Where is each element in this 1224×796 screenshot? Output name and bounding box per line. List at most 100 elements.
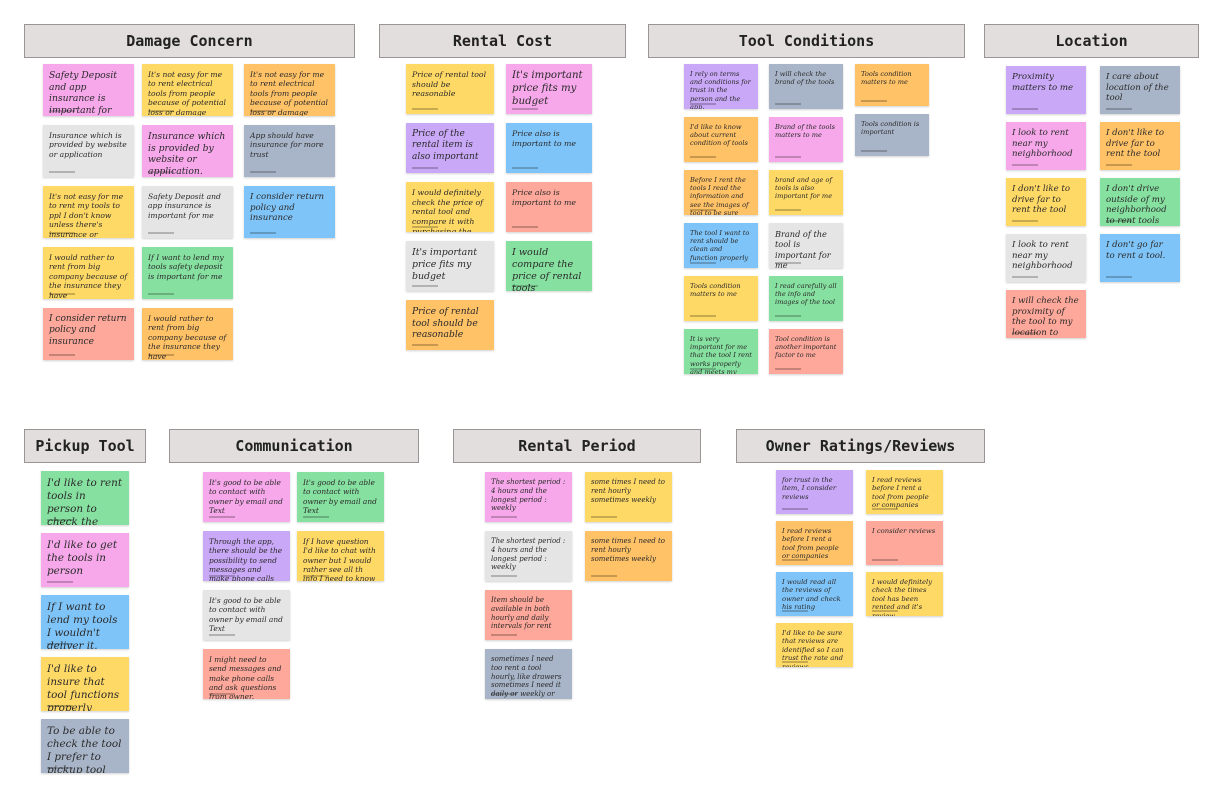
note-author-mark: [872, 559, 898, 561]
sticky-note-text: Safety Deposit and app insurance is impo…: [49, 70, 117, 116]
sticky-note[interactable]: It's not easy for me to rent my tools to…: [43, 186, 134, 238]
sticky-note[interactable]: To be able to check the tool I prefer to…: [41, 719, 129, 773]
note-author-mark: [303, 516, 329, 518]
sticky-note[interactable]: Tools condition matters to me: [855, 64, 929, 106]
cluster-title[interactable]: Rental Period: [453, 429, 701, 463]
sticky-note[interactable]: I'd like to get the tools in person: [41, 533, 129, 587]
sticky-note[interactable]: I would definitely check the times tool …: [866, 572, 943, 616]
note-author-mark: [690, 103, 716, 105]
sticky-note[interactable]: Insurance which is provided by website o…: [43, 125, 134, 177]
sticky-note-text: Insurance which is provided by website o…: [49, 131, 127, 159]
sticky-note-text: for trust in the item, I consider review…: [782, 476, 837, 501]
sticky-note[interactable]: brand and age of tools is also important…: [769, 170, 843, 215]
sticky-note[interactable]: It's good to be able to contact with own…: [203, 590, 290, 640]
sticky-note[interactable]: I would read all the reviews of owner an…: [776, 572, 853, 616]
sticky-note[interactable]: Proximity matters to me: [1006, 66, 1086, 114]
note-author-mark: [491, 575, 517, 577]
sticky-note[interactable]: I'd like to insure that tool functions p…: [41, 657, 129, 711]
sticky-note[interactable]: I don't like to drive far to rent the to…: [1100, 122, 1180, 170]
sticky-note[interactable]: If I want to lend my tools safety deposi…: [142, 247, 233, 299]
sticky-note[interactable]: Price also is important to me: [506, 182, 592, 232]
sticky-note[interactable]: I consider return policy and insurance: [43, 308, 134, 360]
cluster-title[interactable]: Tool Conditions: [648, 24, 965, 58]
sticky-note[interactable]: Brand of the tool is important for me: [769, 223, 843, 268]
sticky-note[interactable]: It's important price fits my budget: [506, 64, 592, 114]
sticky-note[interactable]: I would definitely check the price of re…: [406, 182, 494, 232]
sticky-note[interactable]: I would compare the price of rental tool…: [506, 241, 592, 291]
sticky-note[interactable]: I read reviews before I rent a tool from…: [866, 470, 943, 514]
sticky-note[interactable]: The tool I want to rent should be clean …: [684, 223, 758, 268]
sticky-note-text: It's not easy for me to rent electrical …: [148, 70, 226, 116]
sticky-note[interactable]: some times I need to rent hourly sometim…: [585, 531, 672, 581]
note-author-mark: [775, 156, 801, 158]
sticky-note[interactable]: Price also is important to me: [506, 123, 592, 173]
sticky-note-text: It's good to be able to contact with own…: [303, 478, 377, 515]
sticky-note[interactable]: Tool condition is another important fact…: [769, 329, 843, 374]
note-author-mark: [872, 508, 898, 510]
sticky-note[interactable]: It's good to be able to contact with own…: [297, 472, 384, 522]
sticky-note-text: Price of the rental item is also importa…: [412, 129, 479, 162]
note-author-mark: [49, 171, 75, 173]
note-author-mark: [861, 100, 887, 102]
sticky-note[interactable]: I'd like to know about current condition…: [684, 117, 758, 162]
sticky-note-text: Tool condition is another important fact…: [775, 335, 837, 360]
cluster-title[interactable]: Pickup Tool: [24, 429, 146, 463]
sticky-note[interactable]: I'd like to be sure that reviews are ide…: [776, 623, 853, 667]
cluster-title[interactable]: Owner Ratings/Reviews: [736, 429, 985, 463]
note-author-mark: [782, 661, 808, 663]
note-author-mark: [209, 634, 235, 636]
sticky-note[interactable]: I rely on terms and conditions for trust…: [684, 64, 758, 109]
sticky-note[interactable]: Safety Deposit and app insurance is impo…: [142, 186, 233, 238]
sticky-note[interactable]: Through the app, there should be the pos…: [203, 531, 290, 581]
cluster-title[interactable]: Rental Cost: [379, 24, 626, 58]
sticky-note[interactable]: I read carefully all the info and images…: [769, 276, 843, 321]
sticky-note[interactable]: Brand of the tools matters to me: [769, 117, 843, 162]
sticky-note[interactable]: sometimes I need too rent a tool hourly,…: [485, 649, 572, 699]
sticky-note[interactable]: I care about location of the tool: [1100, 66, 1180, 114]
sticky-note[interactable]: I read reviews before I rent a tool from…: [776, 521, 853, 565]
sticky-note[interactable]: Safety Deposit and app insurance is impo…: [43, 64, 134, 116]
sticky-note[interactable]: It's good to be able to contact with own…: [203, 472, 290, 522]
sticky-note[interactable]: It's important price fits my budget: [406, 241, 494, 291]
sticky-note[interactable]: Price of rental tool should be reasonabl…: [406, 64, 494, 114]
sticky-note[interactable]: I'd like to rent tools in person to chec…: [41, 471, 129, 525]
sticky-note[interactable]: App should have insurance for more trust: [244, 125, 335, 177]
sticky-note[interactable]: for trust in the item, I consider review…: [776, 470, 853, 514]
sticky-note[interactable]: If I have question I'd like to chat with…: [297, 531, 384, 581]
cluster-title[interactable]: Location: [984, 24, 1199, 58]
sticky-note[interactable]: It's not easy for me to rent electrical …: [244, 64, 335, 116]
sticky-note[interactable]: I would rather to rent from big company …: [43, 247, 134, 299]
sticky-note[interactable]: Price of the rental item is also importa…: [406, 123, 494, 173]
sticky-note[interactable]: Item should be available in both hourly …: [485, 590, 572, 640]
sticky-note[interactable]: Insurance which is provided by website o…: [142, 125, 233, 177]
sticky-note[interactable]: It's not easy for me to rent electrical …: [142, 64, 233, 116]
sticky-note-text: I rely on terms and conditions for trust…: [690, 70, 751, 109]
sticky-note[interactable]: I look to rent near my neighborhood: [1006, 234, 1086, 282]
sticky-note[interactable]: I don't drive outside of my neighborhood…: [1100, 178, 1180, 226]
sticky-note[interactable]: It is very important for me that the too…: [684, 329, 758, 374]
cluster-title[interactable]: Damage Concern: [24, 24, 355, 58]
note-author-mark: [148, 354, 174, 356]
note-author-mark: [148, 171, 174, 173]
sticky-note[interactable]: I would rather to rent from big company …: [142, 308, 233, 360]
sticky-note[interactable]: I look to rent near my neighborhood: [1006, 122, 1086, 170]
sticky-note[interactable]: I consider reviews: [866, 521, 943, 565]
sticky-note[interactable]: The shortest period : 4 hours and the lo…: [485, 531, 572, 581]
sticky-note[interactable]: Tools condition matters to me: [684, 276, 758, 321]
sticky-note[interactable]: some times I need to rent hourly sometim…: [585, 472, 672, 522]
sticky-note[interactable]: Tools condition is important: [855, 114, 929, 156]
note-author-mark: [1012, 164, 1038, 166]
sticky-note[interactable]: I will check the proximity of the tool t…: [1006, 290, 1086, 338]
sticky-note[interactable]: The shortest period : 4 hours and the lo…: [485, 472, 572, 522]
sticky-note[interactable]: Before I rent the tools I read the infor…: [684, 170, 758, 215]
sticky-note[interactable]: I consider return policy and insurance: [244, 186, 335, 238]
sticky-note[interactable]: I might need to send messages and make p…: [203, 649, 290, 699]
note-author-mark: [690, 209, 716, 211]
sticky-note[interactable]: I don't like to drive far to rent the to…: [1006, 178, 1086, 226]
sticky-note[interactable]: I don't go far to rent a tool.: [1100, 234, 1180, 282]
sticky-note[interactable]: If I want to lend my tools I wouldn't de…: [41, 595, 129, 649]
cluster-title[interactable]: Communication: [169, 429, 419, 463]
sticky-note[interactable]: I will check the brand of the tools: [769, 64, 843, 109]
sticky-note[interactable]: Price of rental tool should be reasonabl…: [406, 300, 494, 350]
sticky-note-text: I'd like to be sure that reviews are ide…: [782, 629, 844, 667]
